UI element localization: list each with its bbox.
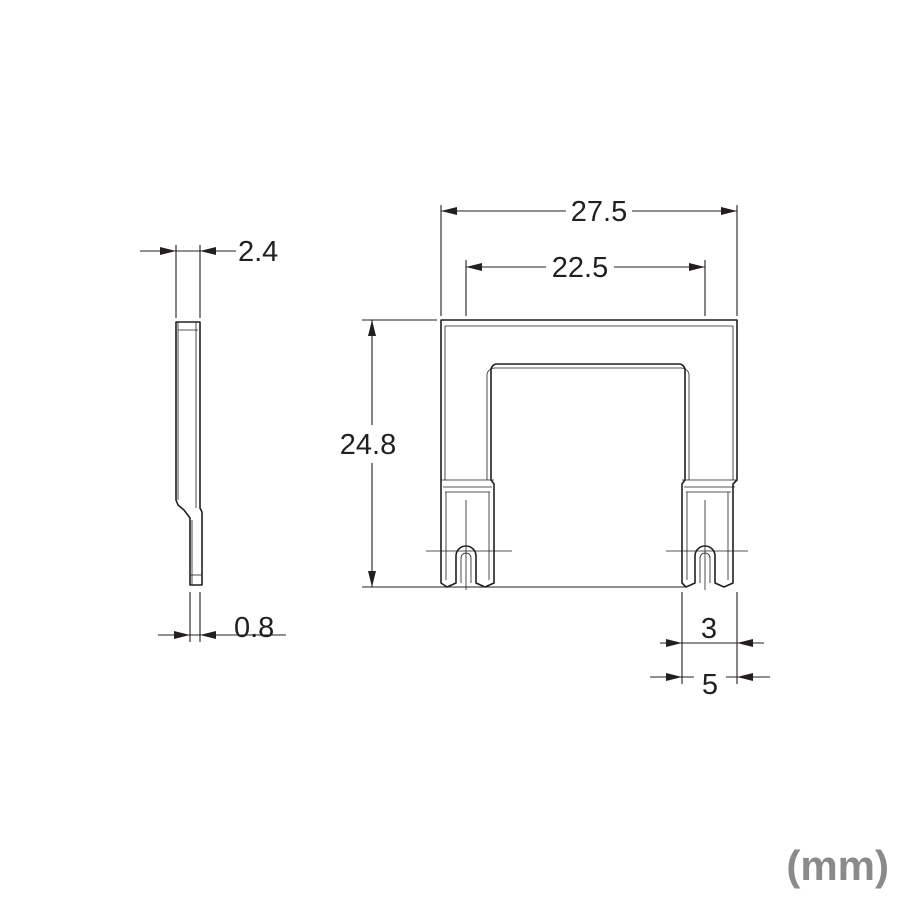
dimension-thickness: 0.8 xyxy=(158,592,286,644)
dimension-label-side-width: 2.4 xyxy=(238,236,278,268)
side-view-outline xyxy=(175,321,203,586)
dimension-label-slot-width: 3 xyxy=(701,613,717,645)
front-view xyxy=(426,319,748,590)
dimension-overall-width: 27.5 xyxy=(440,196,738,316)
dimension-label-thickness: 0.8 xyxy=(234,612,274,644)
dimension-tab-width: 5 xyxy=(650,650,770,701)
front-view-edge-line xyxy=(486,367,690,480)
dimension-label-inner-width: 22.5 xyxy=(552,252,608,284)
front-view-outline xyxy=(440,319,738,588)
side-view xyxy=(175,321,203,586)
dimension-side-width: 2.4 xyxy=(140,236,278,318)
dimension-label-tab-width: 5 xyxy=(702,669,718,701)
dimension-slot-width: 3 xyxy=(660,592,764,650)
dimension-label-overall-width: 27.5 xyxy=(571,196,627,228)
dimension-inner-width: 22.5 xyxy=(465,252,706,316)
dimension-label-height: 24.8 xyxy=(340,429,396,461)
dimension-height: 24.8 xyxy=(340,319,686,588)
unit-label: (mm) xyxy=(786,842,889,889)
